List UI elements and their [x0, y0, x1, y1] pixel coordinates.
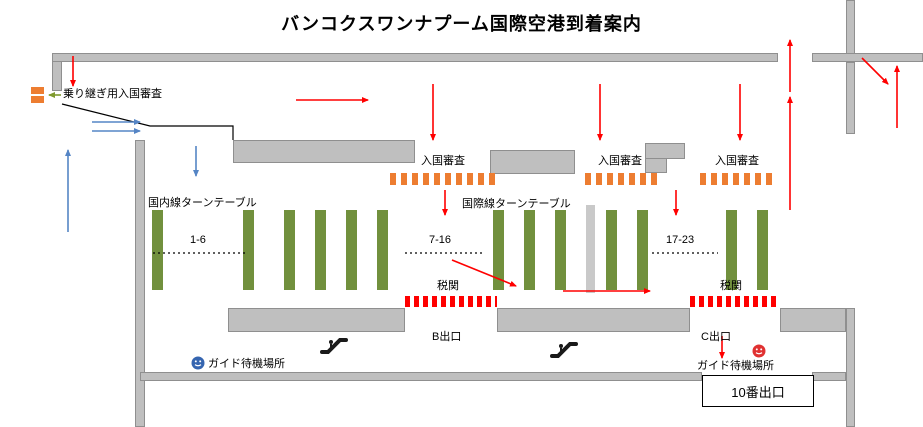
blue-flow-arrows [65, 119, 199, 232]
guide-smiley-blue-icon [191, 356, 205, 375]
carousel-bar [346, 210, 357, 290]
wall-hall-upper-b [490, 150, 575, 174]
exit-10-box: 10番出口 [702, 375, 814, 407]
wall-hall-upper-a [233, 140, 415, 163]
carousel-bar [524, 210, 535, 290]
carousel-bar [726, 210, 737, 290]
immigration-label-2: 入国審査 [598, 155, 642, 167]
escalator-icon [550, 340, 578, 365]
domestic-turntable-label: 国内線ターンテーブル [148, 197, 257, 209]
customs-counters-b [405, 296, 497, 307]
customs-label-b: 税関 [437, 280, 459, 292]
customs-counters-c [690, 296, 780, 307]
wall-lower-center [497, 308, 690, 332]
wall-top [52, 53, 778, 62]
wall-bottom [140, 372, 702, 381]
international-turntable-label: 国際線ターンテーブル [462, 198, 571, 210]
carousel-bar [284, 210, 295, 290]
carousel-range-2: 7-16 [429, 234, 452, 246]
carousel-bar [606, 210, 617, 290]
immigration-counters-3 [700, 173, 776, 185]
transit-booth [31, 96, 44, 103]
immigration-label-1: 入国審査 [421, 155, 465, 167]
carousel-bar [555, 210, 566, 290]
carousel-bar [493, 210, 504, 290]
carousel-bar [152, 210, 163, 290]
transit-immigration-label: 乗り継ぎ用入国審査 [63, 88, 162, 100]
immigration-counters-1 [390, 173, 498, 185]
corridor-outline [61, 103, 234, 140]
pillar-bar [586, 205, 595, 293]
escalator-icon [320, 336, 348, 361]
carousel-bar [243, 210, 254, 290]
carousel-bar [377, 210, 388, 290]
wall-hall-upper-c-step [645, 158, 667, 173]
guide-smiley-red-icon [752, 344, 766, 363]
guide-waiting-label-right: ガイド待機場所 [697, 360, 774, 372]
red-flow-arrows [70, 39, 900, 359]
carousel-range-3: 17-23 [666, 234, 695, 246]
page-title: バンコクスワンナプーム国際空港到着案内 [281, 14, 642, 34]
wall-lower-left [228, 308, 405, 332]
carousel-bar [757, 210, 768, 290]
customs-label-c: 税関 [720, 280, 742, 292]
exit-10-label: 10番出口 [731, 384, 785, 400]
carousel-range-1: 1-6 [190, 234, 206, 246]
immigration-counters-2 [585, 173, 661, 185]
immigration-label-3: 入国審査 [715, 155, 759, 167]
wall-lower-right [780, 308, 846, 332]
wall-right-vertical [846, 62, 855, 134]
guide-waiting-label-left: ガイド待機場所 [208, 358, 285, 370]
carousel-bar [637, 210, 648, 290]
exit-b-label: B出口 [432, 331, 462, 343]
exit-c-label: C出口 [701, 331, 731, 343]
carousel-bar [315, 210, 326, 290]
transit-booth [31, 87, 44, 94]
wall-right-vertical-upper [846, 0, 855, 54]
